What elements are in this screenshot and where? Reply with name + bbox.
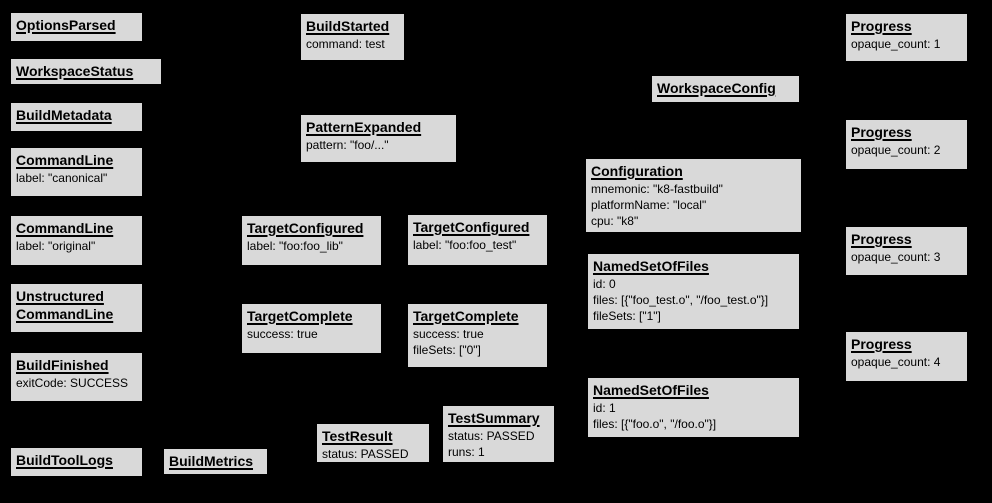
event-field: label: "original"	[16, 239, 96, 253]
event-field: label: "foo:foo_test"	[413, 238, 517, 252]
event-title: CommandLine	[16, 220, 114, 236]
event-title: Configuration	[591, 163, 683, 179]
event-field: opaque_count: 4	[851, 355, 941, 369]
event-title: BuildMetrics	[169, 453, 254, 469]
event-box-target-complete-foo-test: TargetComplete success: true fileSets: ["0…	[407, 303, 548, 368]
event-field: mnemonic: "k8-fastbuild"	[591, 182, 723, 196]
event-field: label: "foo:foo_lib"	[247, 239, 343, 253]
event-box-target-configured-foo-test: TargetConfigured label: "foo:foo_test"	[407, 214, 548, 266]
event-field: platformName: "local"	[591, 198, 707, 212]
event-box-command-line-original: CommandLine label: "original"	[10, 215, 143, 266]
event-title: TargetConfigured	[247, 220, 364, 236]
event-title: Progress	[851, 18, 912, 34]
event-field: success: true	[247, 327, 318, 341]
event-box-named-set-of-files-0: NamedSetOfFiles id: 0 files: [{"foo_test.o…	[587, 253, 800, 330]
event-box-progress-4: Progress opaque_count: 4	[845, 331, 968, 382]
event-box-workspace-status: WorkspaceStatus	[10, 58, 162, 85]
event-box-build-finished: BuildFinished exitCode: SUCCESS	[10, 352, 143, 402]
event-title: Unstructured CommandLine	[16, 288, 114, 322]
event-title: Progress	[851, 231, 912, 247]
event-field: fileSets: ["0"]	[413, 343, 481, 357]
event-title: TestSummary	[448, 410, 540, 426]
event-field: id: 1	[593, 401, 616, 415]
event-box-build-metadata: BuildMetadata	[10, 102, 143, 132]
event-box-test-summary: TestSummary status: PASSED runs: 1	[442, 405, 555, 463]
event-field: cpu: "k8"	[591, 214, 639, 228]
event-title: TargetComplete	[247, 308, 353, 324]
event-box-build-started: BuildStarted command: test	[300, 13, 405, 61]
event-box-progress-3: Progress opaque_count: 3	[845, 226, 968, 276]
event-field: opaque_count: 3	[851, 250, 941, 264]
event-field: exitCode: SUCCESS	[16, 376, 129, 390]
event-box-test-result: TestResult status: PASSED	[316, 423, 430, 463]
event-box-build-metrics: BuildMetrics	[163, 448, 268, 475]
event-field: files: [{"foo_test.o", "/foo_test.o"}]	[593, 293, 769, 307]
event-title: TargetComplete	[413, 308, 519, 324]
event-field: success: true	[413, 327, 484, 341]
event-box-progress-2: Progress opaque_count: 2	[845, 119, 968, 170]
event-field: id: 0	[593, 277, 616, 291]
event-title: NamedSetOfFiles	[593, 382, 709, 398]
event-title: TargetConfigured	[413, 219, 530, 235]
event-title: BuildStarted	[306, 18, 390, 34]
event-box-unstructured-command-line: Unstructured CommandLine	[10, 283, 143, 333]
event-field: command: test	[306, 37, 385, 51]
event-field: pattern: "foo/..."	[306, 138, 389, 152]
event-title: WorkspaceStatus	[16, 63, 134, 79]
event-box-workspace-config: WorkspaceConfig	[651, 75, 800, 103]
event-box-build-tool-logs: BuildToolLogs	[10, 447, 143, 477]
event-title: BuildFinished	[16, 357, 109, 373]
event-box-progress-1: Progress opaque_count: 1	[845, 13, 968, 62]
event-field: fileSets: ["1"]	[593, 309, 661, 323]
event-title: Progress	[851, 336, 912, 352]
event-box-pattern-expanded: PatternExpanded pattern: "foo/..."	[300, 114, 457, 163]
event-box-options-parsed: OptionsParsed	[10, 12, 143, 42]
event-title: BuildToolLogs	[16, 452, 113, 468]
event-box-command-line-canonical: CommandLine label: "canonical"	[10, 147, 143, 197]
event-box-target-configured-foo-lib: TargetConfigured label: "foo:foo_lib"	[241, 215, 382, 266]
event-box-configuration: Configuration mnemonic: "k8-fastbuild" pla…	[585, 158, 802, 233]
event-title: BuildMetadata	[16, 107, 112, 123]
event-title: WorkspaceConfig	[657, 80, 776, 96]
event-title: OptionsParsed	[16, 17, 116, 33]
event-title: NamedSetOfFiles	[593, 258, 709, 274]
event-field: label: "canonical"	[16, 171, 108, 185]
event-field: runs: 1	[448, 445, 485, 459]
event-field: status: PASSED	[322, 447, 409, 461]
event-field: opaque_count: 1	[851, 37, 941, 51]
event-box-target-complete-foo-lib: TargetComplete success: true	[241, 303, 382, 354]
event-field: opaque_count: 2	[851, 143, 941, 157]
event-title: CommandLine	[16, 152, 114, 168]
event-title: PatternExpanded	[306, 119, 422, 135]
event-title: Progress	[851, 124, 912, 140]
event-title: TestResult	[322, 428, 393, 444]
event-box-named-set-of-files-1: NamedSetOfFiles id: 1 files: [{"foo.o", "/…	[587, 377, 800, 438]
event-field: files: [{"foo.o", "/foo.o"}]	[593, 417, 717, 431]
event-field: status: PASSED	[448, 429, 535, 443]
